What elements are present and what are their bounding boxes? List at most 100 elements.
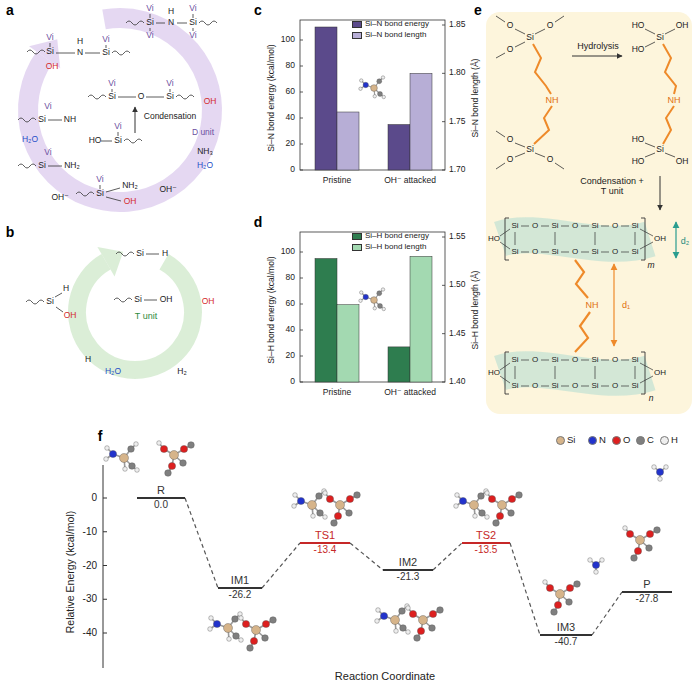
tick-label: 1.75 [449, 117, 466, 127]
network-atom: O [532, 381, 538, 390]
atom-ball [417, 627, 424, 634]
tick-label: 1.50 [449, 280, 466, 290]
repeat-bracket [641, 218, 645, 260]
molecule-model [485, 491, 523, 527]
energy-value: 0.0 [137, 499, 185, 511]
atom-ball [594, 570, 599, 575]
vinyl-label: Vi [44, 102, 51, 112]
unit-label: T unit [135, 311, 157, 321]
legend-swatch [352, 32, 362, 39]
bond-line [601, 252, 609, 253]
energy-value: -40.7 [540, 636, 592, 648]
atom-ball [399, 608, 406, 615]
atom-label: NH [64, 115, 76, 125]
wavy-bond [124, 139, 142, 143]
alkyl-chain [534, 106, 552, 144]
bond-line [521, 386, 529, 387]
tick-mark [103, 599, 107, 600]
atom-ball [551, 609, 558, 616]
atom-ball [242, 620, 249, 627]
bond-line [496, 16, 505, 22]
atom-ball [363, 294, 368, 299]
atom-ball [316, 493, 323, 500]
atom-ball [419, 616, 428, 625]
bond-line [645, 153, 655, 157]
atom-swatch [660, 436, 669, 445]
atom-label: Si [136, 249, 144, 259]
network-atom: Si [551, 221, 558, 230]
atom-ball [168, 462, 175, 469]
network-atom: Si [511, 221, 518, 230]
state-name: IM3 [540, 621, 592, 634]
atom-ball [232, 616, 239, 623]
atom-ball [157, 441, 162, 446]
vinyl-label: Vi [189, 31, 196, 41]
bond-line [561, 386, 569, 387]
atom-ball [377, 291, 382, 296]
bond-line [640, 376, 653, 383]
atom-ball [323, 515, 328, 520]
reaction-arrow [572, 56, 622, 57]
bond-line [177, 23, 187, 24]
atom-ball [188, 442, 195, 449]
atom-label: H₂ [177, 367, 186, 377]
tick-label: 80 [286, 273, 295, 283]
vinyl-label: Vi [166, 79, 173, 89]
tick-label: 1.70 [449, 165, 466, 175]
atom-label: HO [89, 136, 102, 146]
bond-line [146, 97, 164, 98]
tick-label: 1.55 [449, 232, 466, 242]
atom-ball [336, 501, 345, 510]
energy-level: IM1-26.2 [218, 574, 262, 600]
atom-label: HO [632, 157, 645, 167]
energy-level: P-27.8 [622, 578, 672, 604]
atom-ball [377, 79, 382, 84]
axis-title: Si–N bond length (Å) [471, 59, 481, 138]
atom-ball [378, 92, 383, 97]
wavy-bond [18, 164, 36, 168]
network-atom: Si [551, 381, 558, 390]
molecule-model [543, 580, 581, 616]
bond-line [541, 360, 549, 361]
state-name: P [622, 578, 672, 591]
atom-swatch [588, 436, 597, 445]
atom-label: Si [146, 18, 154, 28]
chart-frame [300, 20, 445, 170]
bond-line [640, 229, 653, 236]
bond-line [541, 252, 549, 253]
legend-swatch [352, 244, 362, 251]
energy-value: -13.4 [300, 544, 350, 556]
energy-bar [383, 569, 433, 571]
state-name: TS2 [462, 529, 510, 542]
panel-letter: a [6, 2, 14, 18]
tick-label: 1.40 [449, 377, 466, 387]
tick-label: 80 [286, 61, 295, 71]
tick-mark [442, 25, 445, 26]
network-atom: Si [631, 381, 638, 390]
network-atom: O [612, 247, 618, 256]
bond-line [106, 197, 121, 201]
bond-line [515, 29, 525, 34]
atom-ball [459, 497, 466, 504]
atom-label: O [507, 155, 514, 165]
tick-label: -20 [83, 560, 97, 572]
energy-bar [137, 497, 185, 499]
energy-level: R0.0 [137, 484, 185, 510]
molecule-model [359, 288, 386, 311]
tick-mark [300, 40, 303, 41]
network-atom: O [572, 221, 578, 230]
atom-label: H [162, 249, 168, 259]
bond-line [535, 29, 545, 34]
bar [315, 259, 337, 383]
atom-ball [262, 635, 269, 642]
repeat-bracket [505, 218, 509, 260]
atom-label: O [547, 155, 554, 165]
atom-ball [293, 493, 298, 498]
axis-title: Reaction Coordinate [335, 670, 435, 683]
atom-ball [346, 495, 353, 502]
atom-ball [429, 610, 436, 617]
atom-ball [297, 497, 304, 504]
atom-ball [208, 627, 213, 632]
bond-line [621, 360, 629, 361]
bar [337, 112, 359, 170]
